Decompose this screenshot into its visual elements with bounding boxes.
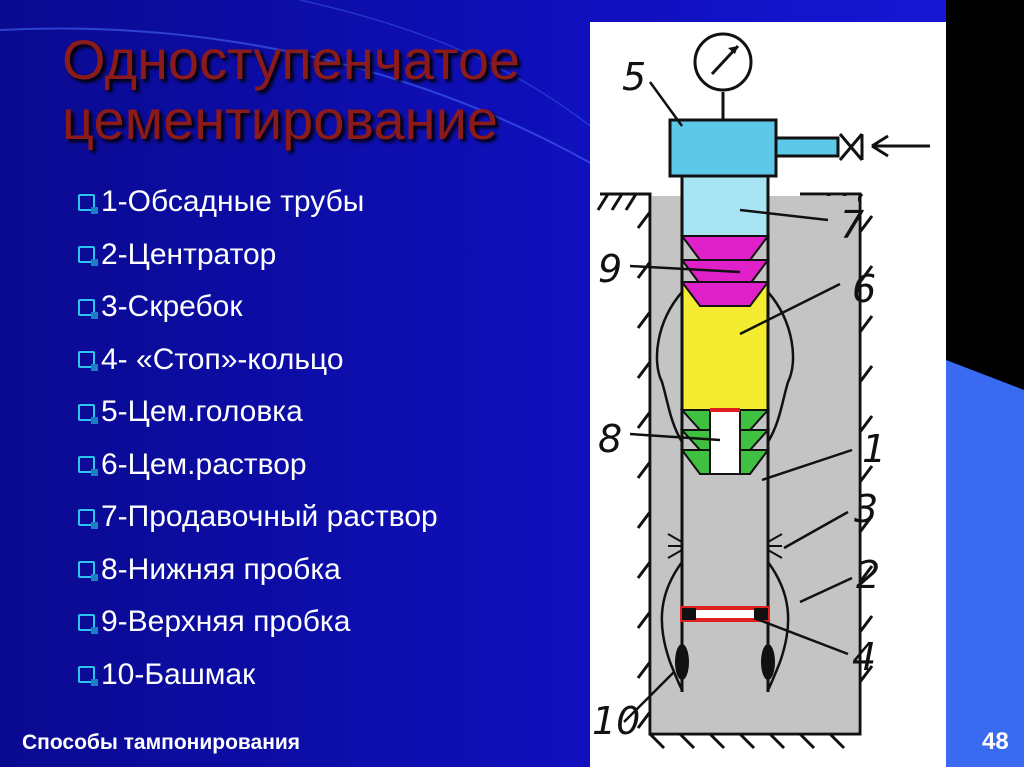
checkbox-bullet-icon (78, 351, 98, 372)
leader-lines (623, 81, 853, 723)
checkbox-bullet-icon (78, 613, 98, 634)
page-number: 48 (982, 728, 1009, 755)
centralizer (655, 291, 795, 691)
label-4: 4 (852, 635, 876, 679)
list-item: 6-Цем.раствор (78, 439, 438, 492)
label-6: 6 (852, 267, 876, 311)
footer-section-title: Способы тампонирования (22, 731, 301, 754)
title-line-2: цементирование (62, 88, 498, 151)
checkbox-bullet-icon (78, 456, 98, 477)
bottom-plug (679, 408, 771, 475)
label-1: 1 (862, 427, 886, 471)
list-item-text: 9-Верхняя пробка (101, 605, 351, 639)
checkbox-bullet-icon (78, 666, 98, 687)
well-fluid-in-casing (682, 468, 768, 678)
checkbox-bullet-icon (78, 561, 98, 582)
title-line-1: Одноступенчатое (62, 28, 521, 91)
cementing-head (668, 118, 778, 178)
slide-title: Одноступенчатое цементирование (62, 30, 592, 150)
checkbox-bullet-icon (78, 403, 98, 424)
label-3: 3 (854, 487, 878, 531)
list-item-text: 6-Цем.раствор (101, 447, 307, 481)
scraper (667, 533, 783, 559)
list-item-text: 2-Центратор (101, 237, 277, 271)
list-item: 1-Обсадные трубы (78, 176, 438, 229)
list-item-text: 8-Нижняя пробка (101, 552, 341, 586)
list-item-text: 7-Продавочный раствор (101, 500, 438, 534)
borehole-wall-left (596, 192, 800, 736)
label-7: 7 (840, 203, 864, 247)
list-item: 3-Скребок (78, 281, 438, 334)
checkbox-bullet-icon (78, 246, 98, 267)
label-2: 2 (856, 553, 880, 597)
displacement-fluid (680, 172, 770, 240)
valve-icon (838, 133, 864, 161)
label-8: 8 (598, 417, 622, 461)
list-item: 9-Верхняя пробка (78, 596, 438, 649)
list-item: 2-Центратор (78, 229, 438, 282)
list-item-text: 3-Скребок (101, 290, 243, 324)
list-item-text: 10-Башмак (101, 657, 256, 691)
list-item: 5-Цем.головка (78, 386, 438, 439)
list-item: 8-Нижняя пробка (78, 544, 438, 597)
cementing-diagram-svg: 5 7 9 6 8 1 3 2 4 10 (592, 32, 930, 750)
label-10: 10 (592, 699, 640, 743)
list-item-text: 4- «Стоп»-кольцо (101, 342, 344, 376)
list-item-text: 1-Обсадные трубы (101, 185, 365, 219)
list-item-text: 5-Цем.головка (101, 395, 303, 429)
legend-list: 1-Обсадные трубы 2-Центратор 3-Скребок 4… (78, 176, 438, 701)
cementing-diagram: 5 7 9 6 8 1 3 2 4 10 (590, 22, 946, 767)
arrow-left-icon (871, 134, 930, 158)
casing-shoe (675, 644, 775, 680)
inlet-pipe (774, 136, 840, 158)
list-item: 7-Продавочный раствор (78, 491, 438, 544)
pressure-gauge-icon (693, 32, 753, 92)
checkbox-bullet-icon (78, 508, 98, 529)
checkbox-bullet-icon (78, 193, 98, 214)
label-5: 5 (622, 55, 646, 99)
checkbox-bullet-icon (78, 298, 98, 319)
list-item: 10-Башмак (78, 649, 438, 702)
label-9: 9 (598, 247, 622, 291)
list-item: 4- «Стоп»-кольцо (78, 334, 438, 387)
